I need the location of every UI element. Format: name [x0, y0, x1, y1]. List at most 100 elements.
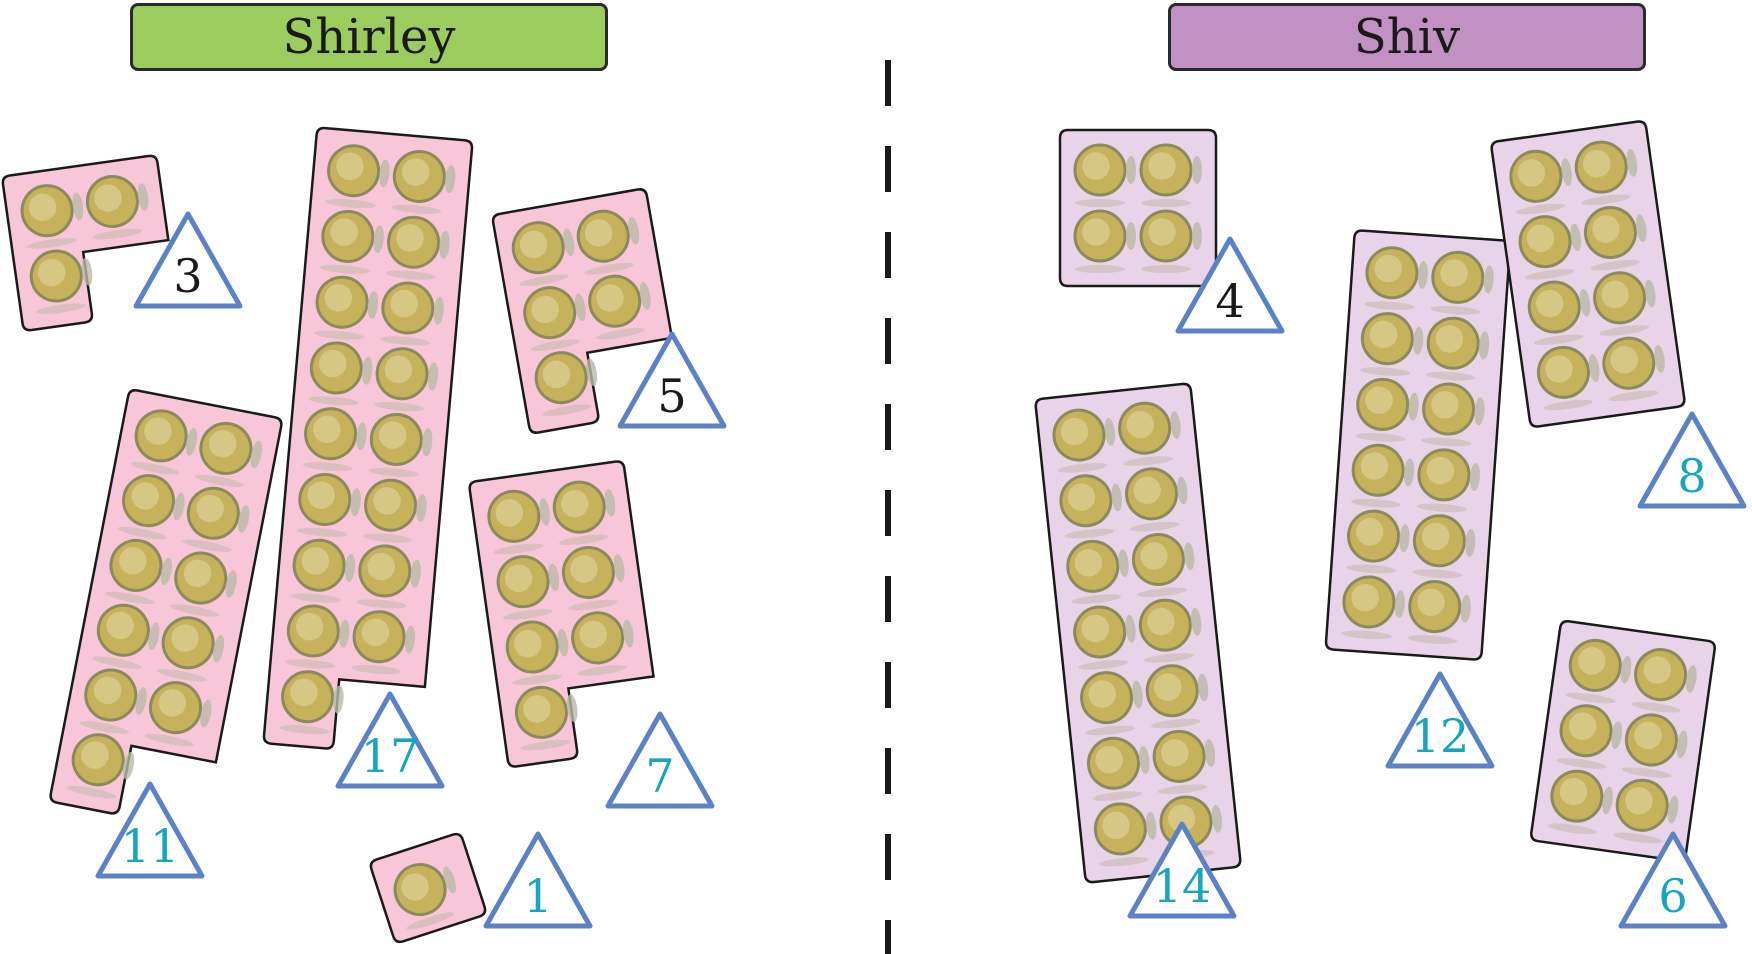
- shiv-name-header: Shiv: [1168, 3, 1646, 71]
- pill: [85, 174, 149, 240]
- shiv-name-label: Shiv: [1353, 9, 1461, 65]
- shirley-strip-1: [369, 832, 487, 944]
- pill: [1086, 736, 1150, 801]
- shirley-strip-3: [1, 154, 170, 332]
- pill: [1518, 215, 1582, 280]
- shiv-strip-6: [1530, 619, 1716, 863]
- pill: [1341, 575, 1405, 640]
- pill: [1346, 509, 1410, 574]
- pill: [1565, 638, 1632, 704]
- pill: [1602, 336, 1665, 402]
- pill: [1125, 467, 1188, 532]
- pill: [514, 685, 578, 751]
- count-label: 11: [121, 819, 180, 873]
- shiv-strip-8: [1490, 120, 1686, 428]
- pill: [1556, 704, 1623, 769]
- pill: [314, 275, 379, 340]
- pill: [588, 274, 651, 340]
- count-label: 1: [523, 869, 552, 923]
- pill: [195, 421, 262, 488]
- shirley-strip-17: [262, 126, 474, 750]
- pill: [1536, 345, 1600, 411]
- count-label: 5: [657, 369, 686, 423]
- pill: [92, 603, 160, 669]
- pill: [1059, 474, 1122, 539]
- pill: [380, 281, 444, 346]
- pill: [169, 551, 237, 617]
- pill: [325, 144, 390, 209]
- shiv-strip-12: [1324, 229, 1512, 661]
- shirley-name-header: Shirley: [130, 3, 608, 71]
- pill: [576, 209, 640, 275]
- pill: [291, 538, 356, 603]
- shirley-strip-7: [468, 460, 655, 768]
- pill: [105, 538, 172, 605]
- pill: [1547, 769, 1613, 835]
- count-triangle-12: 12: [1385, 671, 1495, 769]
- count-label: 6: [1658, 869, 1687, 923]
- pill: [368, 412, 433, 477]
- pill: [1139, 209, 1202, 273]
- pill: [552, 480, 616, 546]
- pill: [1131, 532, 1195, 598]
- pill: [385, 215, 450, 280]
- pill: [1355, 377, 1419, 442]
- pill: [157, 616, 225, 682]
- pill: [1412, 514, 1476, 578]
- pill: [20, 184, 84, 249]
- count-triangle-11: 11: [95, 781, 205, 879]
- count-triangle-4: 4: [1175, 236, 1285, 334]
- count-triangle-3: 3: [133, 211, 243, 309]
- pill: [1138, 598, 1202, 663]
- count-triangle-7: 7: [605, 711, 715, 809]
- pill: [1073, 143, 1136, 207]
- count-triangle-5: 5: [617, 331, 727, 429]
- pill: [1118, 401, 1181, 466]
- pill: [1574, 140, 1638, 206]
- pill: [182, 486, 250, 552]
- pill: [505, 620, 569, 685]
- count-label: 4: [1215, 274, 1244, 328]
- pill: [357, 544, 421, 609]
- pill: [1631, 648, 1697, 713]
- pill: [571, 611, 634, 676]
- pill: [1052, 408, 1116, 473]
- pill: [79, 668, 147, 734]
- count-label: 3: [173, 249, 202, 303]
- pill: [285, 604, 350, 669]
- count-label: 12: [1411, 709, 1470, 763]
- pill: [302, 407, 367, 472]
- count-label: 17: [361, 729, 420, 783]
- pill: [1152, 729, 1216, 794]
- pill: [561, 545, 625, 611]
- pill: [391, 149, 456, 214]
- count-label: 14: [1153, 859, 1212, 913]
- count-label: 8: [1677, 449, 1706, 503]
- count-label: 7: [645, 749, 674, 803]
- pill: [1139, 143, 1202, 207]
- pill: [144, 681, 212, 747]
- pill: [130, 409, 198, 475]
- pill: [320, 209, 384, 274]
- pill: [1350, 443, 1415, 508]
- pill: [1421, 382, 1485, 447]
- pill: [1509, 149, 1572, 215]
- shiv-strip-4: [1058, 128, 1218, 288]
- pill: [393, 863, 456, 930]
- count-triangle-17: 17: [335, 691, 445, 789]
- pill: [362, 478, 427, 543]
- pill: [29, 249, 93, 314]
- pill: [1407, 580, 1471, 644]
- pill: [351, 610, 416, 675]
- pill: [1416, 448, 1480, 513]
- shiv-strip-14: [1034, 382, 1242, 884]
- count-triangle-8: 8: [1637, 411, 1747, 509]
- pill: [1430, 250, 1494, 315]
- count-triangle-14: 14: [1127, 821, 1237, 919]
- pill: [117, 474, 185, 540]
- pill: [279, 670, 344, 735]
- count-triangle-1: 1: [483, 831, 593, 929]
- pill: [1583, 205, 1647, 271]
